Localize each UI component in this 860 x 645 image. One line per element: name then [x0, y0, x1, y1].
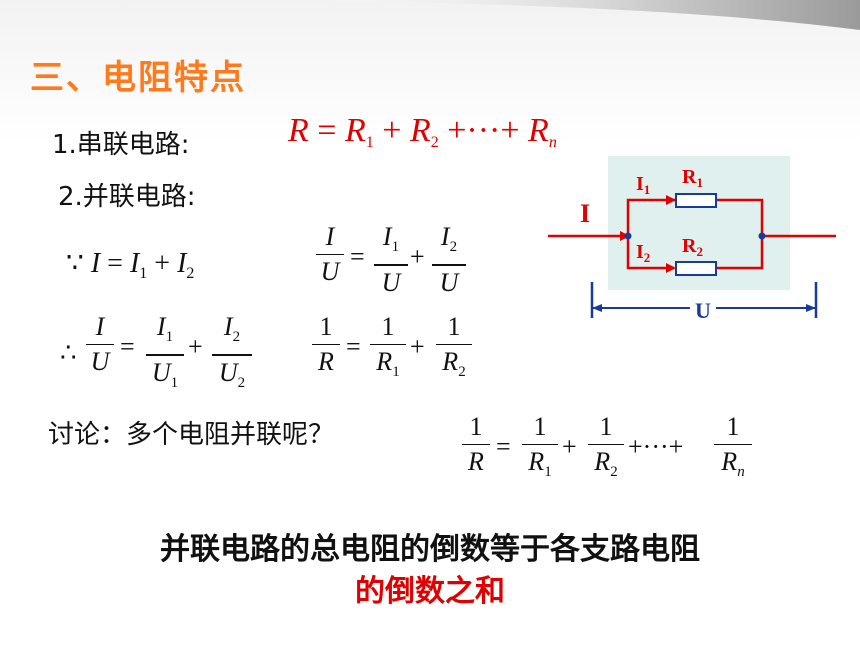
resistor-r2: [675, 261, 717, 276]
header-decoration: [300, 0, 860, 30]
voltage-arrow-left: [592, 304, 602, 312]
current-sum-formula: ∵ I = I1 + I2: [66, 248, 195, 282]
discussion-question: 讨论：多个电阻并联呢？: [48, 420, 335, 450]
label-r1: R1: [682, 166, 703, 190]
lower-arrow: [666, 263, 676, 273]
label-r2: R2: [682, 235, 703, 259]
lower-branch-left: [626, 236, 674, 270]
label-i: I: [580, 199, 590, 228]
upper-branch-right: [716, 198, 764, 236]
junction-left: [624, 232, 632, 240]
upper-arrow: [666, 195, 676, 205]
resistor-r1: [675, 193, 717, 208]
series-circuit-label: 1.串联电路:: [52, 130, 190, 160]
voltage-arrow-right: [806, 304, 816, 312]
conclusion-line-1: 并联电路的总电阻的倒数等于各支路电阻: [160, 532, 700, 567]
label-i2: I2: [636, 241, 650, 265]
conclusion-line-2: 的倒数之和: [355, 574, 505, 609]
label-i1: I1: [636, 173, 650, 197]
label-u: U: [695, 298, 711, 323]
slide-title: 三、电阻特点: [30, 58, 246, 98]
upper-branch-left: [626, 198, 674, 236]
series-formula: R = R1 + R2 +···+ Rn: [288, 112, 557, 151]
junction-right: [758, 232, 766, 240]
lower-branch-right: [716, 236, 764, 270]
parallel-circuit-diagram: I I1 R1 I2 R2 U: [548, 156, 836, 323]
parallel-circuit-label: 2.并联电路:: [58, 182, 196, 212]
